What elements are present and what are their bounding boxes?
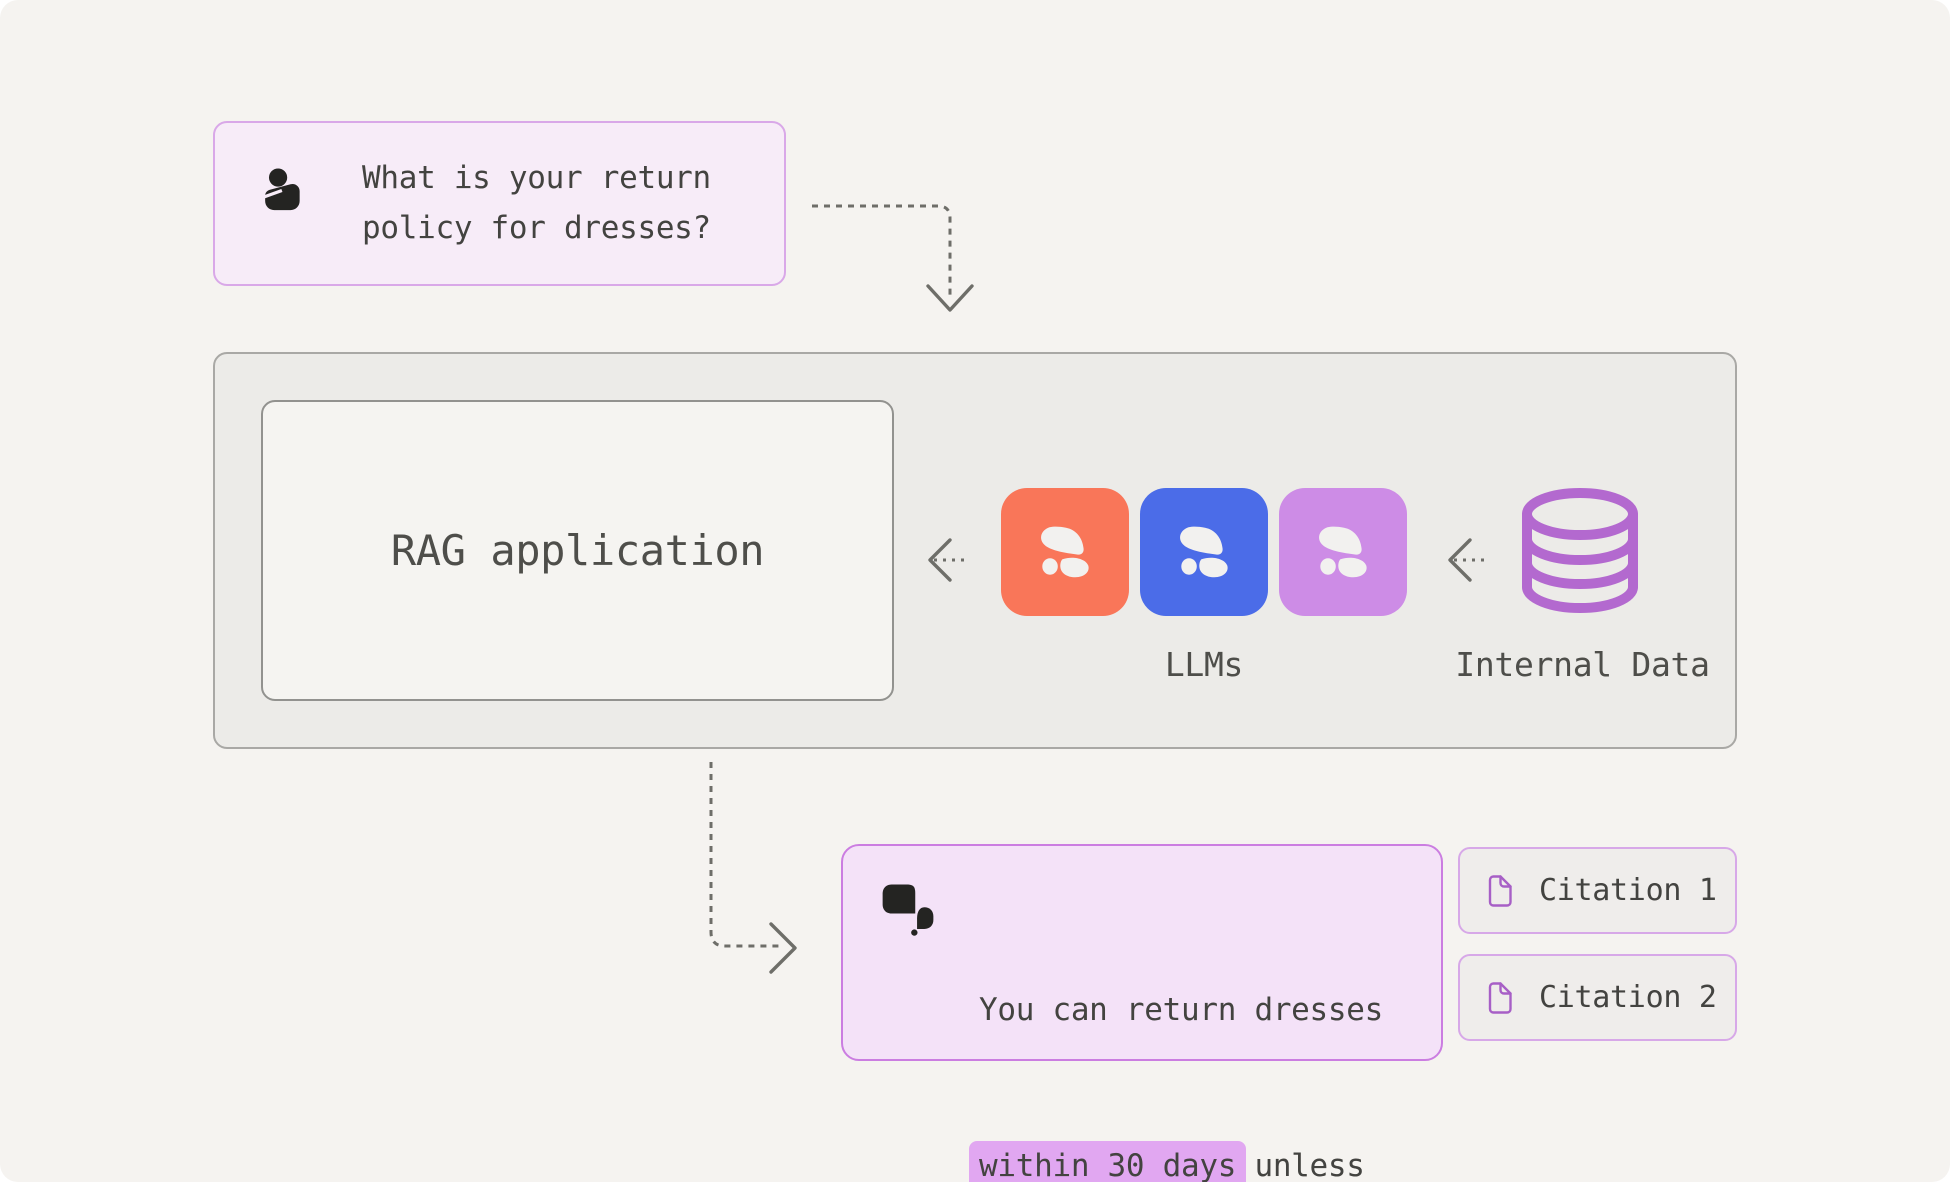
question-line: policy for dresses? <box>362 210 711 246</box>
llm-logo-icon <box>1310 519 1376 585</box>
response-line: within 30 days unless <box>969 1140 1383 1182</box>
rag-app-label: RAG application <box>390 526 765 575</box>
question-card: What is your return policy for dresses? <box>213 121 786 286</box>
question-text: What is your return policy for dresses? <box>362 153 711 253</box>
citation-card-2: Citation 2 <box>1458 954 1737 1041</box>
llm-tile-purple <box>1279 488 1407 616</box>
llm-tile-blue <box>1140 488 1268 616</box>
response-text: You can return dresses within 30 days un… <box>969 880 1383 1182</box>
llms-label: LLMs <box>1164 645 1244 684</box>
highlight-30-days: within 30 days <box>969 1141 1247 1182</box>
citation-label: Citation 2 <box>1539 980 1717 1015</box>
response-segment: unless <box>1236 1148 1365 1182</box>
document-icon <box>1487 981 1513 1014</box>
citation-card-1: Citation 1 <box>1458 847 1737 934</box>
arrow-data-to-llms <box>1442 534 1492 586</box>
llm-tile-orange <box>1001 488 1129 616</box>
arrow-question-to-app <box>808 192 988 324</box>
response-card: You can return dresses within 30 days un… <box>841 844 1443 1182</box>
rag-app-box: RAG application <box>261 400 894 701</box>
document-icon <box>1487 874 1513 907</box>
response-segment: You can return dresses <box>979 992 1383 1028</box>
llm-logo-icon <box>1171 519 1237 585</box>
database-icon <box>1514 486 1646 616</box>
internal-data-label: Internal Data <box>1455 645 1710 684</box>
arrow-llms-to-app <box>922 534 972 586</box>
user-icon <box>257 167 303 213</box>
llm-logo-icon <box>1032 519 1098 585</box>
arrow-app-to-response <box>697 758 812 982</box>
response-line: You can return dresses <box>979 984 1383 1036</box>
question-line: What is your return <box>362 160 711 196</box>
citation-label: Citation 1 <box>1539 873 1717 908</box>
chat-bubbles-icon <box>879 880 937 938</box>
